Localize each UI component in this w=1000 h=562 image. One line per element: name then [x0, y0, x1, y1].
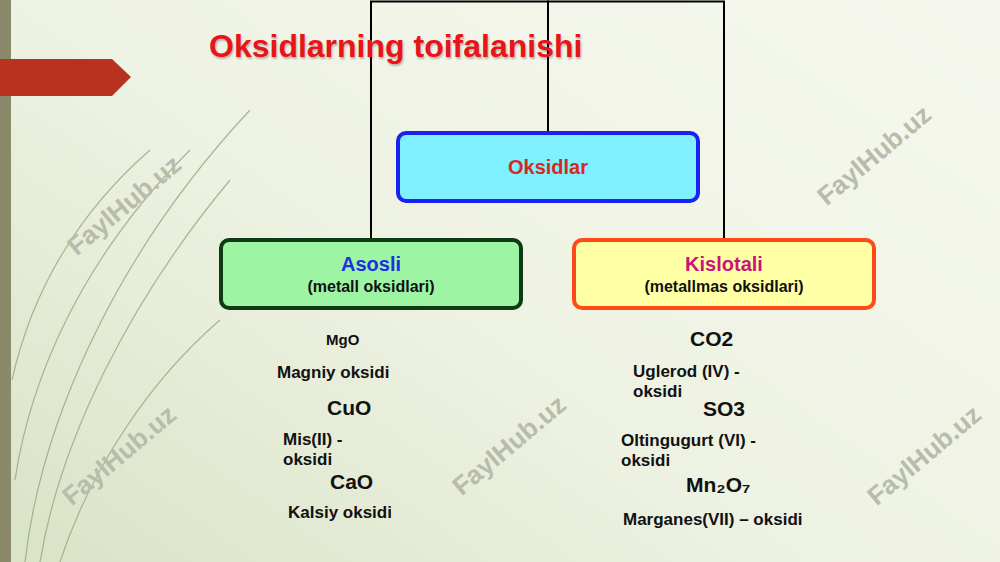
slide-title: Oksidlarning toifalanishi: [209, 28, 582, 65]
formula-label: SO3: [703, 396, 745, 421]
name-label: Oltingugurt (VI) - oksidi: [621, 431, 799, 472]
name-label: Mis(II) - oksidi: [283, 430, 365, 471]
category-box: Asosli(metall oksidlari): [219, 238, 523, 310]
watermark: FaylHub.uz: [61, 149, 187, 262]
box-heading: Kislotali: [685, 252, 763, 277]
watermark: FaylHub.uz: [861, 399, 987, 512]
root-box: Oksidlar: [396, 131, 700, 203]
box-subtitle: (metall oksidlari): [307, 277, 434, 297]
formula-label: CuO: [327, 395, 371, 420]
watermark: FaylHub.uz: [811, 99, 937, 212]
watermark: FaylHub.uz: [56, 399, 182, 512]
box-heading: Oksidlar: [508, 155, 588, 180]
name-label: Kalsiy oksidi: [288, 503, 392, 523]
formula-label: CO2: [690, 326, 733, 351]
box-subtitle: (metallmas oksidlari): [644, 277, 803, 297]
red-tab: [0, 59, 131, 96]
decor-curves: [12, 110, 250, 562]
name-label: Magniy oksidi: [277, 363, 389, 383]
formula-label: CaO: [330, 469, 373, 494]
name-label: Uglerod (IV) - oksidi: [633, 362, 783, 403]
formula-label: MgO: [326, 331, 359, 349]
name-label: Marganes(VII) – oksidi: [623, 510, 803, 530]
formula-label: Mn₂O₇: [686, 472, 750, 497]
watermark: FaylHub.uz: [446, 389, 572, 502]
category-box: Kislotali(metallmas oksidlari): [572, 238, 876, 310]
box-heading: Asosli: [341, 252, 401, 277]
